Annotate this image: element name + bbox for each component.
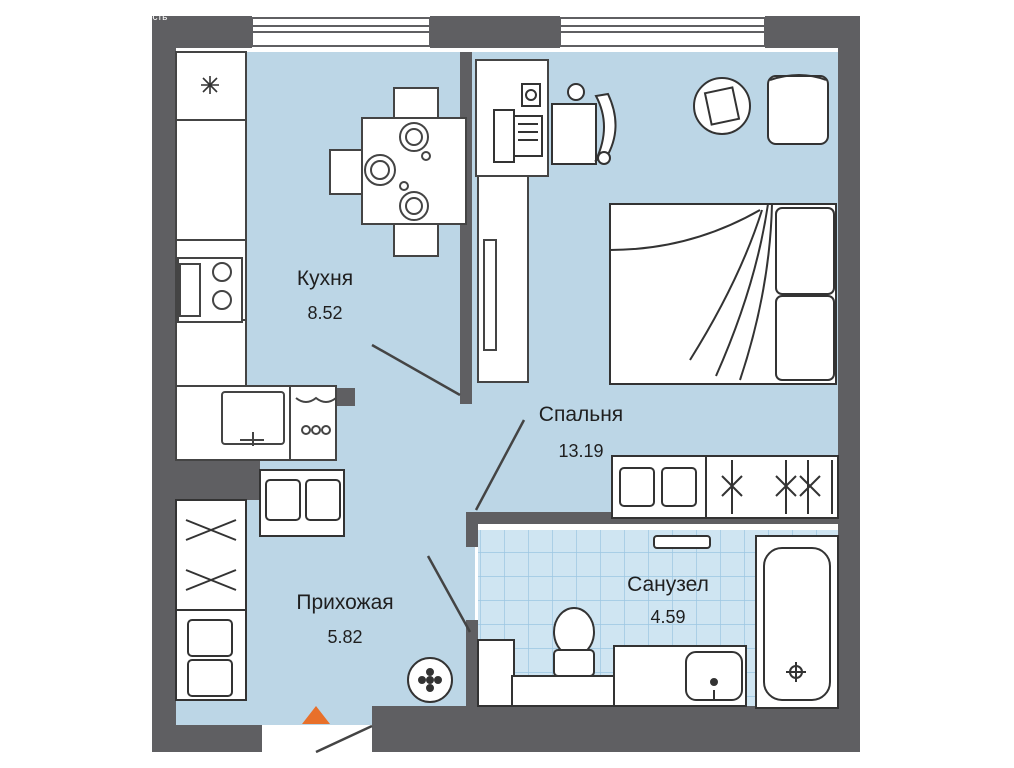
bedroom-label: Спальня — [538, 403, 624, 426]
wardrobe — [611, 455, 839, 519]
entrance-door — [315, 724, 373, 754]
armchair-icon — [693, 74, 829, 145]
corner-caption: ость — [147, 12, 168, 23]
bathroom-label: Санузел — [627, 573, 709, 596]
shoe-rack — [259, 469, 345, 537]
bedroom-door — [474, 419, 526, 511]
office-chair-icon — [551, 83, 617, 165]
bedroom-area: 13.19 — [558, 441, 604, 461]
kitchen-label: Кухня — [296, 267, 354, 290]
windows — [251, 17, 766, 47]
hallway-label: Прихожая — [296, 591, 394, 614]
walls — [152, 16, 860, 752]
bathroom-fixtures — [477, 535, 839, 709]
kitchen-area: 8.52 — [307, 303, 343, 323]
kitchen-counter — [175, 51, 247, 393]
desk — [475, 59, 549, 383]
dining-table — [329, 87, 467, 257]
toilet-icon — [553, 607, 595, 657]
hallway-wardrobe — [175, 499, 247, 701]
bathtub-icon — [763, 547, 831, 701]
stove-icon — [177, 257, 243, 323]
entrance-arrow-icon — [302, 706, 330, 724]
kitchen-door — [371, 343, 461, 397]
sink-icon — [175, 385, 337, 461]
bed-icon — [609, 203, 837, 385]
hallway-door — [426, 555, 472, 633]
ventilation-icon — [407, 657, 453, 703]
snowflake-icon — [201, 76, 219, 94]
laptop-icon — [493, 83, 543, 163]
hallway-area: 5.82 — [327, 627, 363, 647]
bathroom-area: 4.59 — [650, 607, 686, 627]
